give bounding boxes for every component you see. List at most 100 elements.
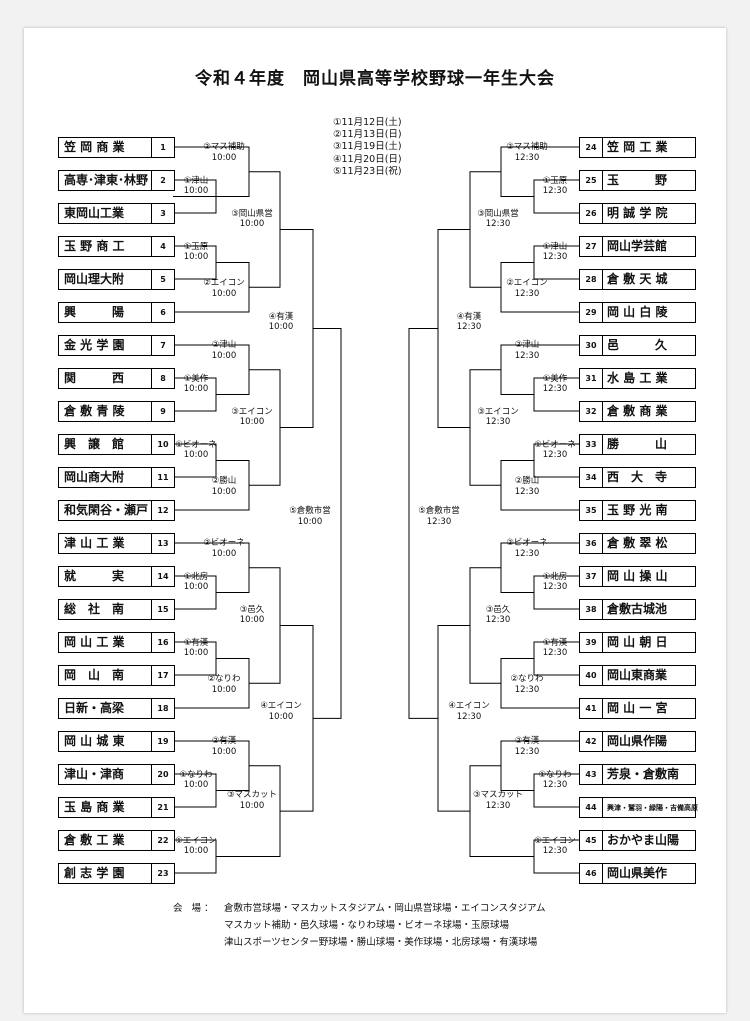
match-venue: ④エイコン xyxy=(448,701,490,712)
team-box-4: 玉 野 商 工 4 xyxy=(58,236,175,257)
team-number: 23 xyxy=(151,864,174,883)
match-time: 12:30 xyxy=(514,486,540,497)
match-venue: ③邑久 xyxy=(485,604,511,615)
match-time: 10:00 xyxy=(268,322,294,332)
match-venue: ④有漢 xyxy=(268,311,294,322)
team-name: 岡山県美作 xyxy=(607,866,668,880)
team-number: 19 xyxy=(151,732,174,751)
match-time: 12:30 xyxy=(514,350,540,361)
match-time: 10:00 xyxy=(239,417,265,427)
team-number: 31 xyxy=(580,369,603,388)
match-time: 10:00 xyxy=(268,711,294,722)
match-venue: ⑤倉敷市営 xyxy=(289,506,331,517)
bracket-r3-b-right xyxy=(469,369,501,486)
team-name: 岡山県作陽 xyxy=(607,734,668,748)
team-name: 岡 山 一 宮 xyxy=(607,701,668,715)
match-venue: ①津山 xyxy=(542,241,568,252)
match-venue: ②なりわ xyxy=(510,674,544,684)
match-venue: ②マス補助 xyxy=(203,142,245,152)
match-time: 12:30 xyxy=(542,186,568,196)
team-number: 38 xyxy=(580,600,603,619)
bracket-r3-c xyxy=(249,567,281,684)
match-venue: ②勝山 xyxy=(211,476,237,486)
team-number: 27 xyxy=(580,237,603,256)
match-time: 10:00 xyxy=(211,152,237,163)
team-number: 44 xyxy=(580,798,603,817)
match-venue: ①ビオーネ xyxy=(534,439,576,450)
match-time: 12:30 xyxy=(485,615,511,625)
team-number: 42 xyxy=(580,732,603,751)
match-venue: ②勝山 xyxy=(514,476,540,486)
team-name: 創 志 学 園 xyxy=(64,866,125,880)
team-name: 倉 敷 青 陵 xyxy=(64,404,125,418)
match-time: 10:00 xyxy=(239,800,265,811)
team-name: 玉 野 商 工 xyxy=(64,239,125,253)
team-number: 14 xyxy=(151,567,174,586)
match-venue: ①玉原 xyxy=(183,241,209,252)
bracket-r5-right xyxy=(408,328,438,719)
match-time: 10:00 xyxy=(211,684,237,695)
match-time: 12:30 xyxy=(485,800,511,811)
match-time: 12:30 xyxy=(542,648,568,658)
match-venue: ③マスカット xyxy=(472,790,524,801)
venue-key: 会 場： xyxy=(173,903,217,914)
team-name: 玉 野 光 南 xyxy=(607,503,668,517)
match-venue: ①玉原 xyxy=(542,175,568,186)
match-venue: ②津山 xyxy=(211,340,237,350)
team-number: 4 xyxy=(151,237,174,256)
team-name: 和気閑谷・瀬戸 xyxy=(64,503,149,517)
team-name: 岡山商大附 xyxy=(64,470,125,484)
match-time: 12:30 xyxy=(542,582,568,592)
match-time: 12:30 xyxy=(514,288,540,299)
date-3: ③11月19日(土) xyxy=(333,141,402,153)
bracket-r3-a xyxy=(249,171,281,288)
match-time: 12:30 xyxy=(514,548,540,559)
team-number: 33 xyxy=(580,435,603,454)
match-time: 10:00 xyxy=(211,350,237,361)
schedule-dates: ①11月12日(土) ②11月13日(日) ③11月19日(土) ④11月20日… xyxy=(333,117,402,178)
match-time: 10:00 xyxy=(183,846,209,856)
match-time: 12:30 xyxy=(426,516,452,527)
team-number: 39 xyxy=(580,633,603,652)
match-venue: ①エイコン xyxy=(175,835,217,846)
match-time: 10:00 xyxy=(239,615,265,625)
venue-line-2: マスカット補助・邑久球場・なりわ球場・ビオーネ球場・玉原球場 xyxy=(224,920,510,931)
match-time: 12:30 xyxy=(456,322,482,332)
match-venue: ②エイコン xyxy=(203,278,245,288)
team-name: 岡山理大附 xyxy=(64,272,125,286)
team-name: 笠 岡 商 業 xyxy=(64,140,125,154)
match-time: 10:00 xyxy=(211,548,237,559)
team-name: 興 譲 館 xyxy=(64,437,125,451)
team-name: 邑 久 xyxy=(607,338,668,352)
team-name: 関 西 xyxy=(64,371,125,385)
team-number: 29 xyxy=(580,303,603,322)
match-venue: ②津山 xyxy=(514,340,540,350)
team-number: 13 xyxy=(151,534,174,553)
